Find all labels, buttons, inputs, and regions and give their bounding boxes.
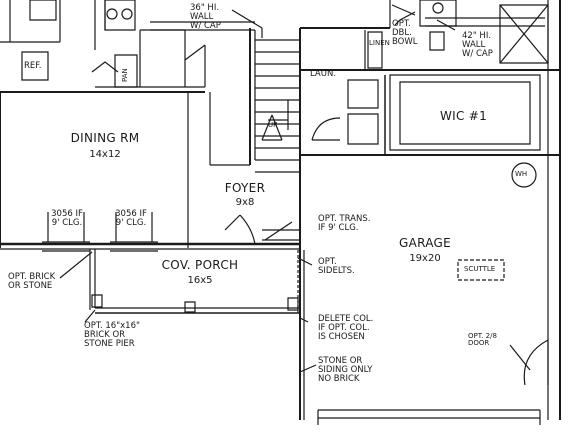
scuttle-hatch (458, 260, 504, 280)
opt-pier-note: OPT. 16"x16" BRICK OR STONE PIER (84, 321, 140, 349)
wall-stair-note: 36" HI. WALL W/ CAP (190, 3, 221, 31)
washer (348, 80, 378, 108)
closet-label: WIC #1 (440, 109, 488, 123)
opt-brick-note: OPT. BRICK OR STONE (8, 272, 56, 291)
window-right-note: 3056 IF 9' CLG. (115, 209, 147, 228)
water-heater (512, 163, 536, 187)
porch-name: COV. PORCH (161, 258, 239, 272)
garage-size: 19x20 (409, 253, 441, 264)
stone-siding-note: STONE OR SIDING ONLY NO BRICK (318, 356, 373, 384)
dryer (348, 114, 378, 144)
pantry-label: PAN (121, 68, 129, 82)
window-left-note: 3056 IF 9' CLG. (51, 209, 83, 228)
refrigerator-label: REF. (24, 61, 42, 71)
opt-sidelights-note: OPT. SIDELTS. (318, 257, 355, 276)
porch-size: 16x5 (187, 275, 213, 286)
wall-bath-note: 42" HI. WALL W/ CAP (462, 31, 493, 59)
dining-room-name: DINING RM (70, 131, 140, 145)
delete-column-note: DELETE COL. IF OPT. COL. IS CHOSEN (318, 314, 374, 342)
refrigerator (22, 52, 48, 80)
opt-door-note: OPT. 2/8 DOOR (468, 332, 497, 348)
foyer-size: 9x8 (235, 197, 255, 208)
stair-up-label: UP (268, 121, 278, 129)
opt-transom-note: OPT. TRANS. IF 9' CLG. (318, 214, 371, 233)
foyer-name: FOYER (224, 181, 266, 195)
dining-room-size: 14x12 (89, 149, 121, 160)
double-bowl-note: OPT. DBL. BOWL (392, 19, 418, 47)
garage-name: GARAGE (398, 236, 452, 250)
scuttle-label: SCUTTLE (464, 265, 496, 273)
laundry-label: LAUN. (310, 69, 337, 79)
water-heater-label: WH (515, 170, 528, 178)
linen-label: LINEN (369, 39, 390, 47)
